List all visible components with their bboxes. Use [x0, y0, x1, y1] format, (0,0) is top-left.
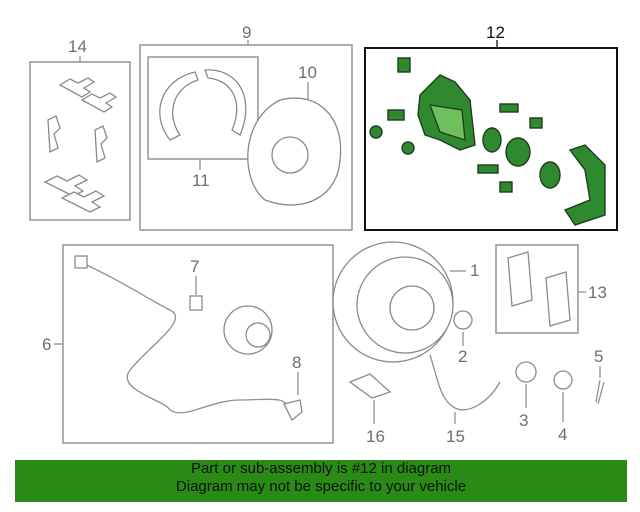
lock-nut-icon: [515, 361, 537, 383]
rotor-hat-icon: [389, 285, 435, 331]
callout-13: 13: [588, 283, 607, 302]
hub-bolt-icon: [189, 295, 203, 311]
caliper-body-icon: [429, 104, 466, 141]
group-box-11: [147, 56, 259, 160]
guide-pin-icon: [477, 164, 499, 174]
brake-shoe-icon: [204, 69, 247, 136]
callout-11: 11: [192, 171, 210, 190]
callout-2: 2: [458, 347, 467, 366]
bracket-icon: [348, 373, 392, 399]
piston-seal-icon: [482, 127, 502, 153]
group-box-12: [364, 47, 618, 231]
callout-12: 12: [486, 23, 505, 42]
sensor-wire-icon: [79, 261, 291, 414]
callout-7: 7: [190, 257, 199, 276]
pin-boot-icon: [499, 181, 513, 193]
bolt-icon: [369, 125, 383, 139]
info-banner: Part or sub-assembly is #12 in diagram D…: [15, 460, 627, 502]
dust-boot-icon: [539, 161, 561, 189]
group-box-9: [139, 44, 353, 231]
brake-pad-icon: [545, 271, 571, 327]
rotor-group[interactable]: 1 2: [332, 241, 479, 366]
callout-6: 6: [42, 335, 51, 354]
banner-line-1: Part or sub-assembly is #12 in diagram: [190, 460, 452, 477]
callout-10: 10: [298, 63, 317, 82]
group-box-13: [495, 244, 579, 334]
callout-3: 3: [519, 411, 528, 430]
caliper-bracket-icon: [563, 144, 606, 226]
washer-icon: [553, 370, 573, 390]
caliper-assembly-group[interactable]: 12: [364, 23, 618, 231]
brake-hose-icon: [429, 354, 501, 411]
connector-icon: [74, 255, 88, 269]
callout-1: 1: [470, 261, 479, 280]
callout-15: 15: [446, 427, 465, 446]
bolt-icon: [401, 141, 415, 155]
callout-4: 4: [558, 425, 567, 444]
backing-plate-hub-icon: [271, 136, 309, 174]
pin-boot-icon: [529, 117, 543, 129]
guide-bolt-icon: [387, 109, 405, 121]
callout-8: 8: [292, 353, 301, 372]
hub-sensor-group[interactable]: 6 7 8: [42, 244, 334, 444]
brake-pad-icon: [507, 251, 533, 307]
shim-clip-icon: [60, 190, 106, 213]
guide-pin-icon: [499, 103, 519, 113]
shim-clip-icon: [43, 174, 89, 197]
cap-icon: [453, 310, 473, 330]
brake-pads-group[interactable]: 13: [495, 244, 607, 334]
callout-14: 14: [68, 37, 87, 56]
pad-hardware-group[interactable]: 14: [29, 37, 131, 221]
banner-line-2: Diagram may not be specific to your vehi…: [175, 478, 467, 495]
parking-brake-group[interactable]: 9 11 10: [139, 23, 353, 231]
shim-clip-icon: [80, 92, 118, 113]
callout-16: 16: [366, 427, 385, 446]
callout-5: 5: [594, 347, 603, 366]
brake-shoe-icon: [159, 71, 199, 141]
shim-clip-icon: [58, 77, 96, 98]
anti-rattle-clip-icon: [94, 125, 108, 164]
bleeder-screw-icon: [397, 57, 411, 73]
piston-icon: [505, 137, 531, 167]
anti-rattle-clip-icon: [47, 115, 61, 154]
wheel-speed-sensor-icon: [283, 399, 303, 422]
lower-parts-group[interactable]: 16 15 3 4 5: [348, 347, 605, 446]
hub-bearing-icon: [245, 322, 271, 348]
cotter-pin-icon: [595, 379, 605, 405]
callout-9: 9: [242, 23, 251, 42]
